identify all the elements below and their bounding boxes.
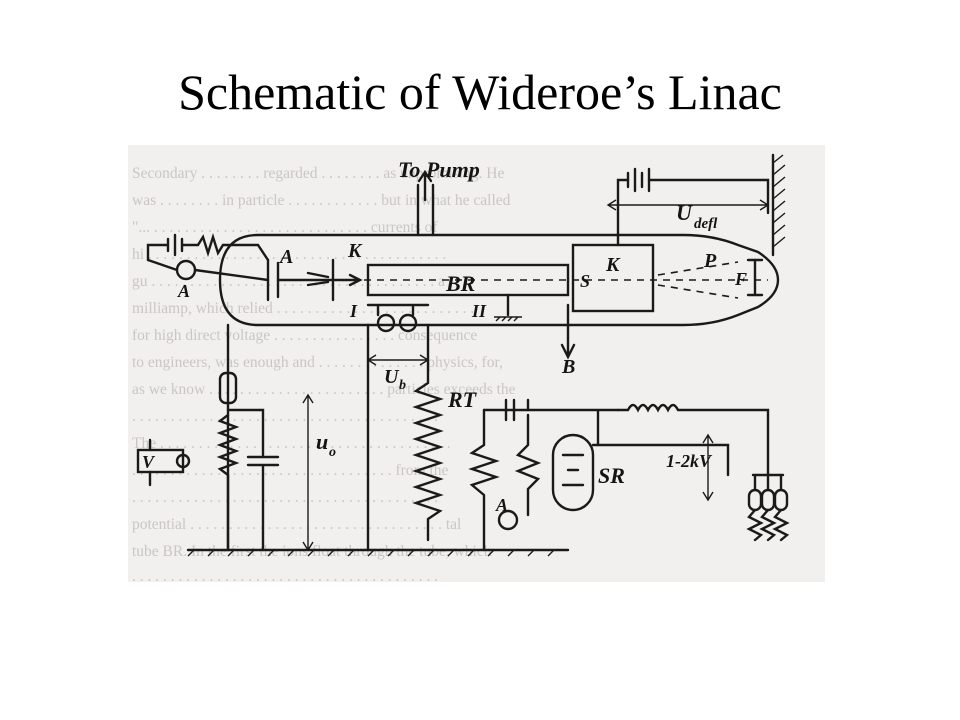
label-to-pump: To Pump [398,157,480,182]
rt-resistor [366,323,444,552]
vacuum-envelope [218,169,780,327]
svg-text:The . . . . . . . . . . . . .: The . . . . . . . . . . . . . . . . . . … [132,435,451,452]
label-ii: II [471,301,487,321]
label-b: B [561,356,575,378]
labels: To Pump U defl A K BR I II S K P F A B U… [142,157,747,515]
drift-tube-supports [366,293,576,360]
slide-title: Schematic of Wideroe’s Linac [178,64,782,120]
wideroe-linac-schematic: Secondary . . . . . . . . regarded . . .… [128,145,825,582]
label-voltage: 1-2kV [666,451,713,471]
svg-text:to engineers, was enough and .: to engineers, was enough and . . . . . .… [132,354,503,371]
label-a-source: A [278,246,293,268]
svg-text:milliamp, which relied . . . .: milliamp, which relied . . . . . . . . .… [132,300,474,317]
label-p: P [703,250,717,272]
left-circuit [136,323,314,552]
svg-text:was . . . . . . . . in particl: was . . . . . . . . in particle . . . . … [132,192,511,209]
oscillator-circuit [468,398,790,552]
drift-tube [338,243,768,313]
label-u-b-sub: b [399,378,406,393]
label-s: S [580,271,590,291]
label-u-o-sub: o [329,445,336,460]
svg-text:. . . . . . . . . . . . . . .: . . . . . . . . . . . . . . . . . . . . … [132,489,438,506]
label-v: V [142,452,156,472]
svg-text:Secondary . . . . . . . . rega: Secondary . . . . . . . . regarded . . .… [132,165,504,182]
ion-source [266,258,363,302]
svg-text:hi . . . . . . . . . . . . . .: hi . . . . . . . . . . . . . . . . . . .… [132,246,446,263]
svg-text:. . . . . . . . . . . . . . .: . . . . . . . . . . . . . . . . . . . . … [132,462,449,479]
filament-supply [146,232,270,282]
label-f: F [734,269,747,289]
label-k-left: K [347,240,363,262]
svg-text:"... . . . . . . . . . . . . .: "... . . . . . . . . . . . . . . . . . .… [132,219,438,236]
detector-plate [746,258,764,297]
background-text-lines: Secondary . . . . . . . . regarded . . .… [132,165,516,582]
label-u-defl-sub: defl [694,216,718,232]
label-a-meter-top: A [177,281,190,301]
svg-text:for high direct voltage . . .: for high direct voltage . . . . . . . . … [132,327,477,344]
svg-text:. . . . . . . . . . . . . . .: . . . . . . . . . . . . . . . . . . . . … [132,568,438,582]
svg-text:. . . . . . . . . . . . . . .: . . . . . . . . . . . . . . . . . . . . … [132,408,438,425]
label-rt: RT [447,387,478,412]
svg-text:potential . . . . . . . . . .: potential . . . . . . . . . . . . . . . … [132,516,461,533]
label-sr: SR [598,463,625,488]
label-u-o: u [316,429,328,454]
label-a-meter-bottom: A [495,495,508,515]
ground-bus [186,548,570,557]
label-k-right: K [605,254,621,276]
label-br: BR [445,271,475,296]
label-i: I [349,301,358,321]
deflection-supply [606,153,786,257]
schematic-svg: Secondary . . . . . . . . regarded . . .… [132,153,790,582]
label-u-defl: U [676,200,693,225]
label-u-b: U [384,366,400,388]
